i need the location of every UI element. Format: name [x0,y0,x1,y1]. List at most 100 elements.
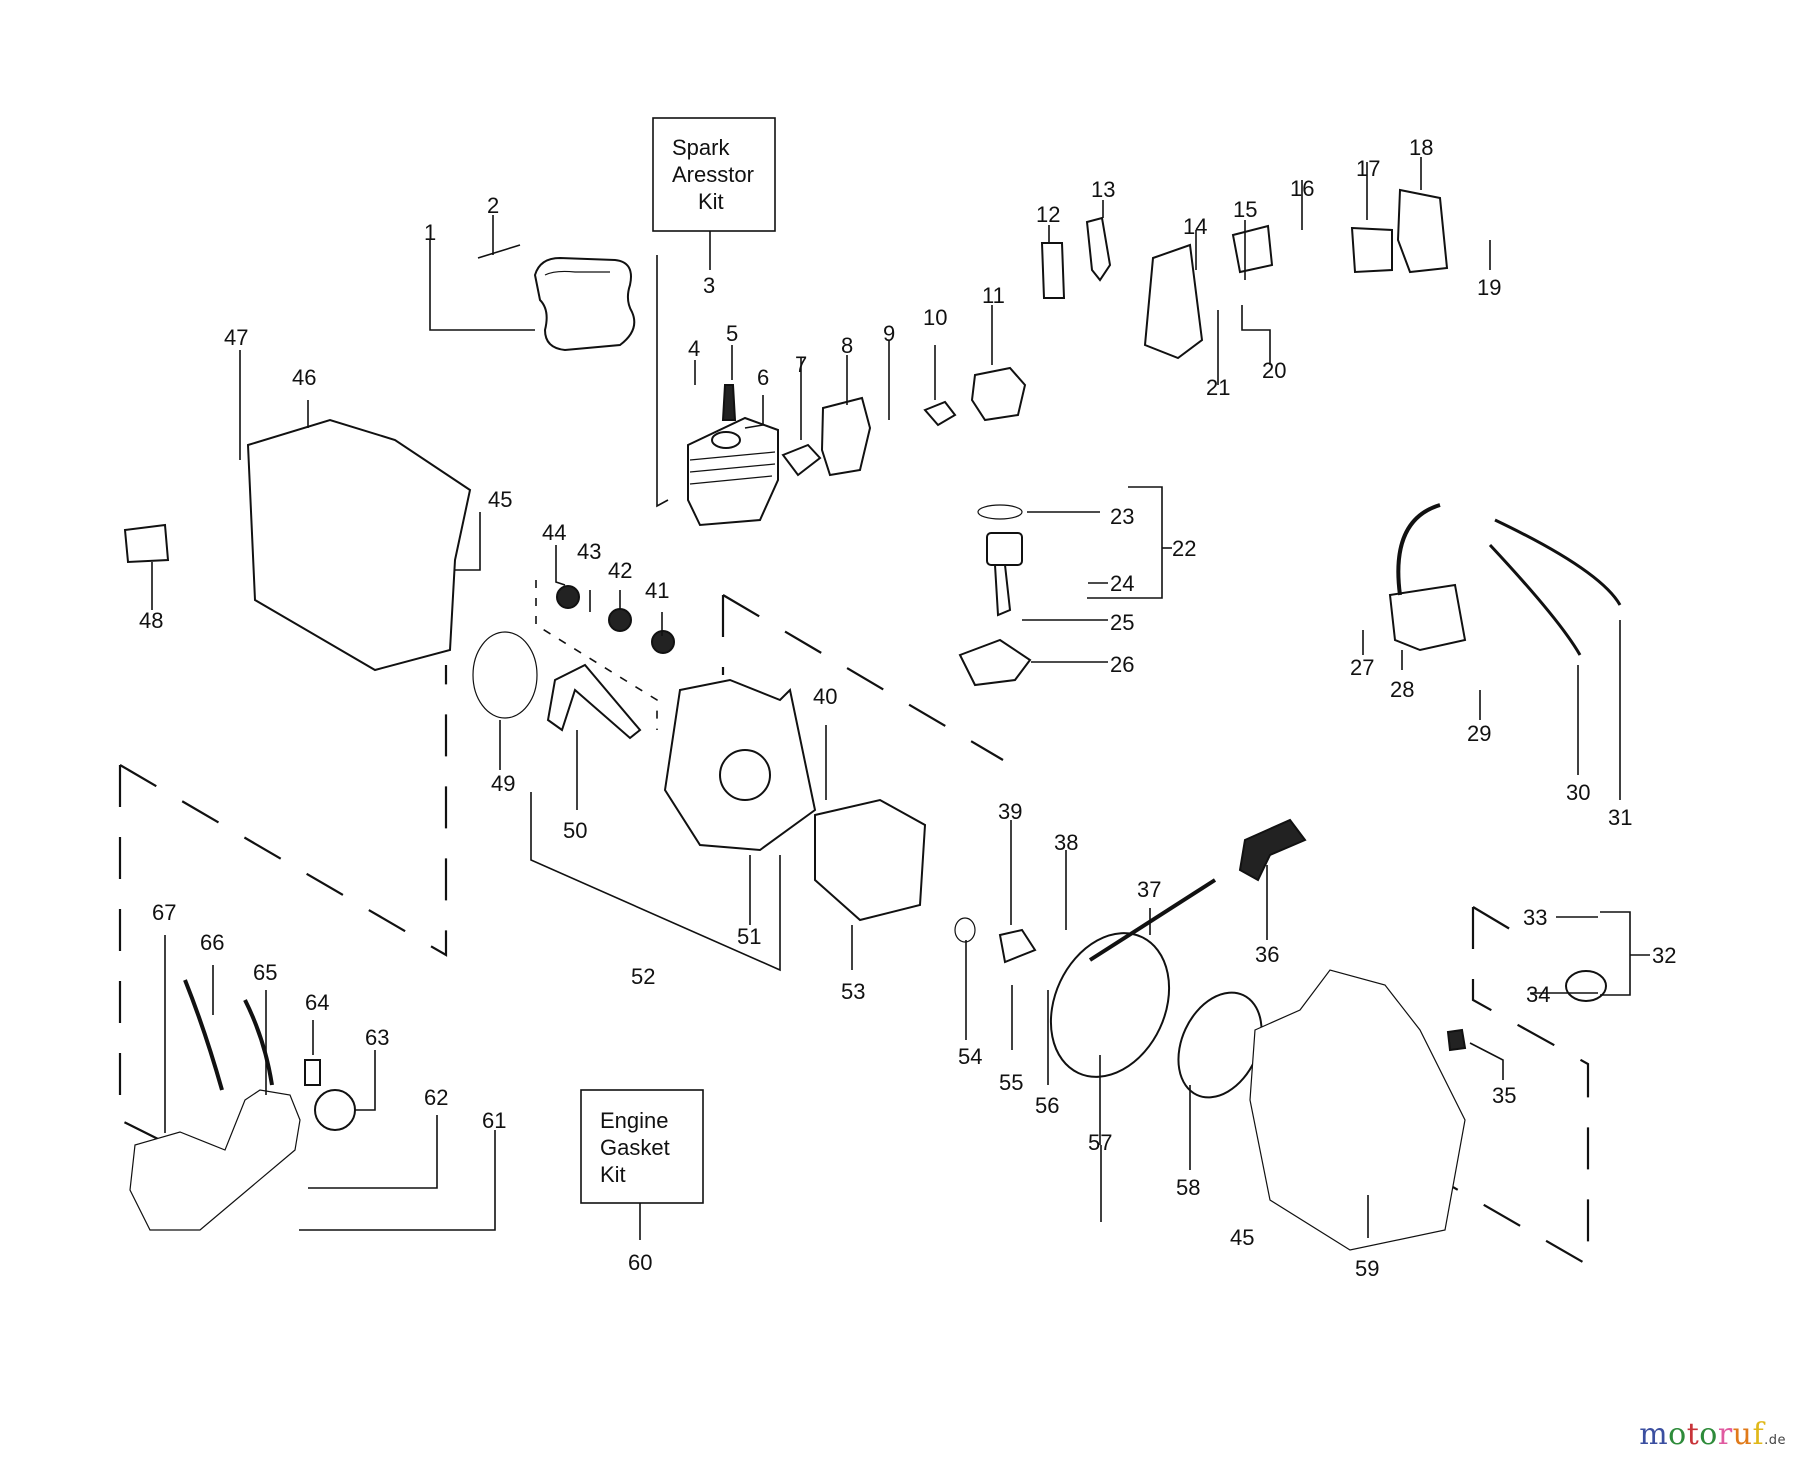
spark-plug-part [721,384,737,421]
callout-14: 14 [1183,214,1207,239]
washer-part [954,917,976,943]
callout-40: 40 [813,684,837,709]
callout-63: 63 [365,1025,389,1050]
callout-5: 5 [726,321,738,346]
callout-52: 52 [631,964,655,989]
callout-28: 28 [1390,677,1414,702]
watermark-letter: f [1752,1417,1765,1452]
starter-pulley-part [1049,932,1171,1078]
kit-frame [580,1089,704,1204]
watermark-letter: o [1699,1417,1718,1452]
bracket-line [535,580,658,730]
callout-41: 41 [645,578,669,603]
muffler-cover-part [533,256,636,352]
filter-element-part [1350,226,1393,274]
kit-line: Kit [600,1162,626,1187]
seal-part [608,608,632,632]
callout-32: 32 [1652,943,1676,968]
callout-21: 21 [1206,375,1230,400]
ignition-lead-part [1396,503,1441,596]
callout-26: 26 [1110,652,1134,677]
starter-housing-part [1249,969,1466,1251]
carburetor-part [970,366,1027,422]
callout-31: 31 [1608,805,1632,830]
fuel-line-part [243,999,274,1086]
callout-16: 16 [1290,176,1314,201]
starter-handle-part [1238,818,1307,882]
engine-gasket-kit-box: Engine Gasket Kit [580,1089,704,1240]
watermark-letter: r [1717,1417,1733,1452]
callout-12: 12 [1036,202,1060,227]
callout-15: 15 [1233,197,1257,222]
callout-61: 61 [482,1108,506,1133]
callout-45-starter: 45 [1230,1225,1254,1250]
callout-53: 53 [841,979,865,1004]
watermark-letter: m [1639,1417,1669,1452]
callout-64: 64 [305,990,329,1015]
fuel-cap-part [314,1089,356,1131]
callout-13: 13 [1091,177,1115,202]
callout-4: 4 [688,336,700,361]
callout-27: 27 [1350,655,1374,680]
kit-line: Spark [672,135,730,160]
callout-11: 11 [982,283,1005,308]
callout-56: 56 [1035,1093,1059,1118]
callout-7: 7 [795,352,807,377]
carb-gasket-part [923,400,957,427]
air-filter-base-part [1143,243,1204,360]
dashed-boundary [119,665,448,957]
assembly-boundaries [118,255,1590,1267]
callout-51: 51 [737,924,761,949]
callout-33: 33 [1523,905,1547,930]
kit-line: Engine [600,1108,669,1133]
dashed-boundary [722,594,1004,761]
flywheel-part [814,798,927,922]
callout-57: 57 [1088,1130,1112,1155]
fuel-tank-part [129,1089,301,1231]
callout-49: 49 [491,771,515,796]
bearing-part [651,630,675,654]
housing-clip-part [123,523,170,564]
dashed-boundary [1379,907,1590,1267]
callout-62: 62 [424,1085,448,1110]
callout-44: 44 [542,520,566,545]
filter-gasket-part [1231,224,1274,274]
callout-6: 6 [757,365,769,390]
callout-19: 19 [1477,275,1501,300]
watermark-letter: o [1668,1417,1687,1452]
fuel-line-part [183,979,224,1091]
callout-labels: 1 2 3 4 5 6 7 8 9 10 11 12 13 14 15 16 1… [139,135,1676,1281]
gasket-part [781,443,822,477]
fuel-filter-part [304,1059,321,1086]
pulley-bolt-part [998,928,1037,964]
clamp-part [1565,970,1607,1002]
callout-38: 38 [1054,830,1078,855]
ignition-module-part [1388,583,1467,652]
ground-wire-part [1488,543,1582,656]
watermark-letter: u [1732,1417,1753,1452]
choke-lever-part [1085,216,1112,282]
fan-housing-part [246,418,472,672]
bracket-line [656,255,669,508]
switch-part [1446,1028,1467,1052]
cylinder-part [687,416,779,527]
callout-29: 29 [1467,721,1491,746]
filter-cover-part [1396,188,1449,274]
crankshaft-part [546,663,642,740]
callout-24: 24 [1110,571,1134,596]
callout-1: 1 [424,220,436,245]
callout-59: 59 [1355,1256,1379,1281]
kit-line: Gasket [600,1135,670,1160]
callout-25: 25 [1110,610,1134,635]
dashed-boundary [118,765,171,1146]
dashed-boundary [1472,906,1521,936]
callout-23: 23 [1110,504,1134,529]
callout-3: 3 [703,273,715,298]
callout-60: 60 [628,1250,652,1275]
callout-20: 20 [1262,358,1286,383]
callout-45-housing: 45 [488,487,512,512]
callout-66: 66 [200,930,224,955]
callout-34: 34 [1526,982,1550,1007]
callout-8: 8 [841,333,853,358]
